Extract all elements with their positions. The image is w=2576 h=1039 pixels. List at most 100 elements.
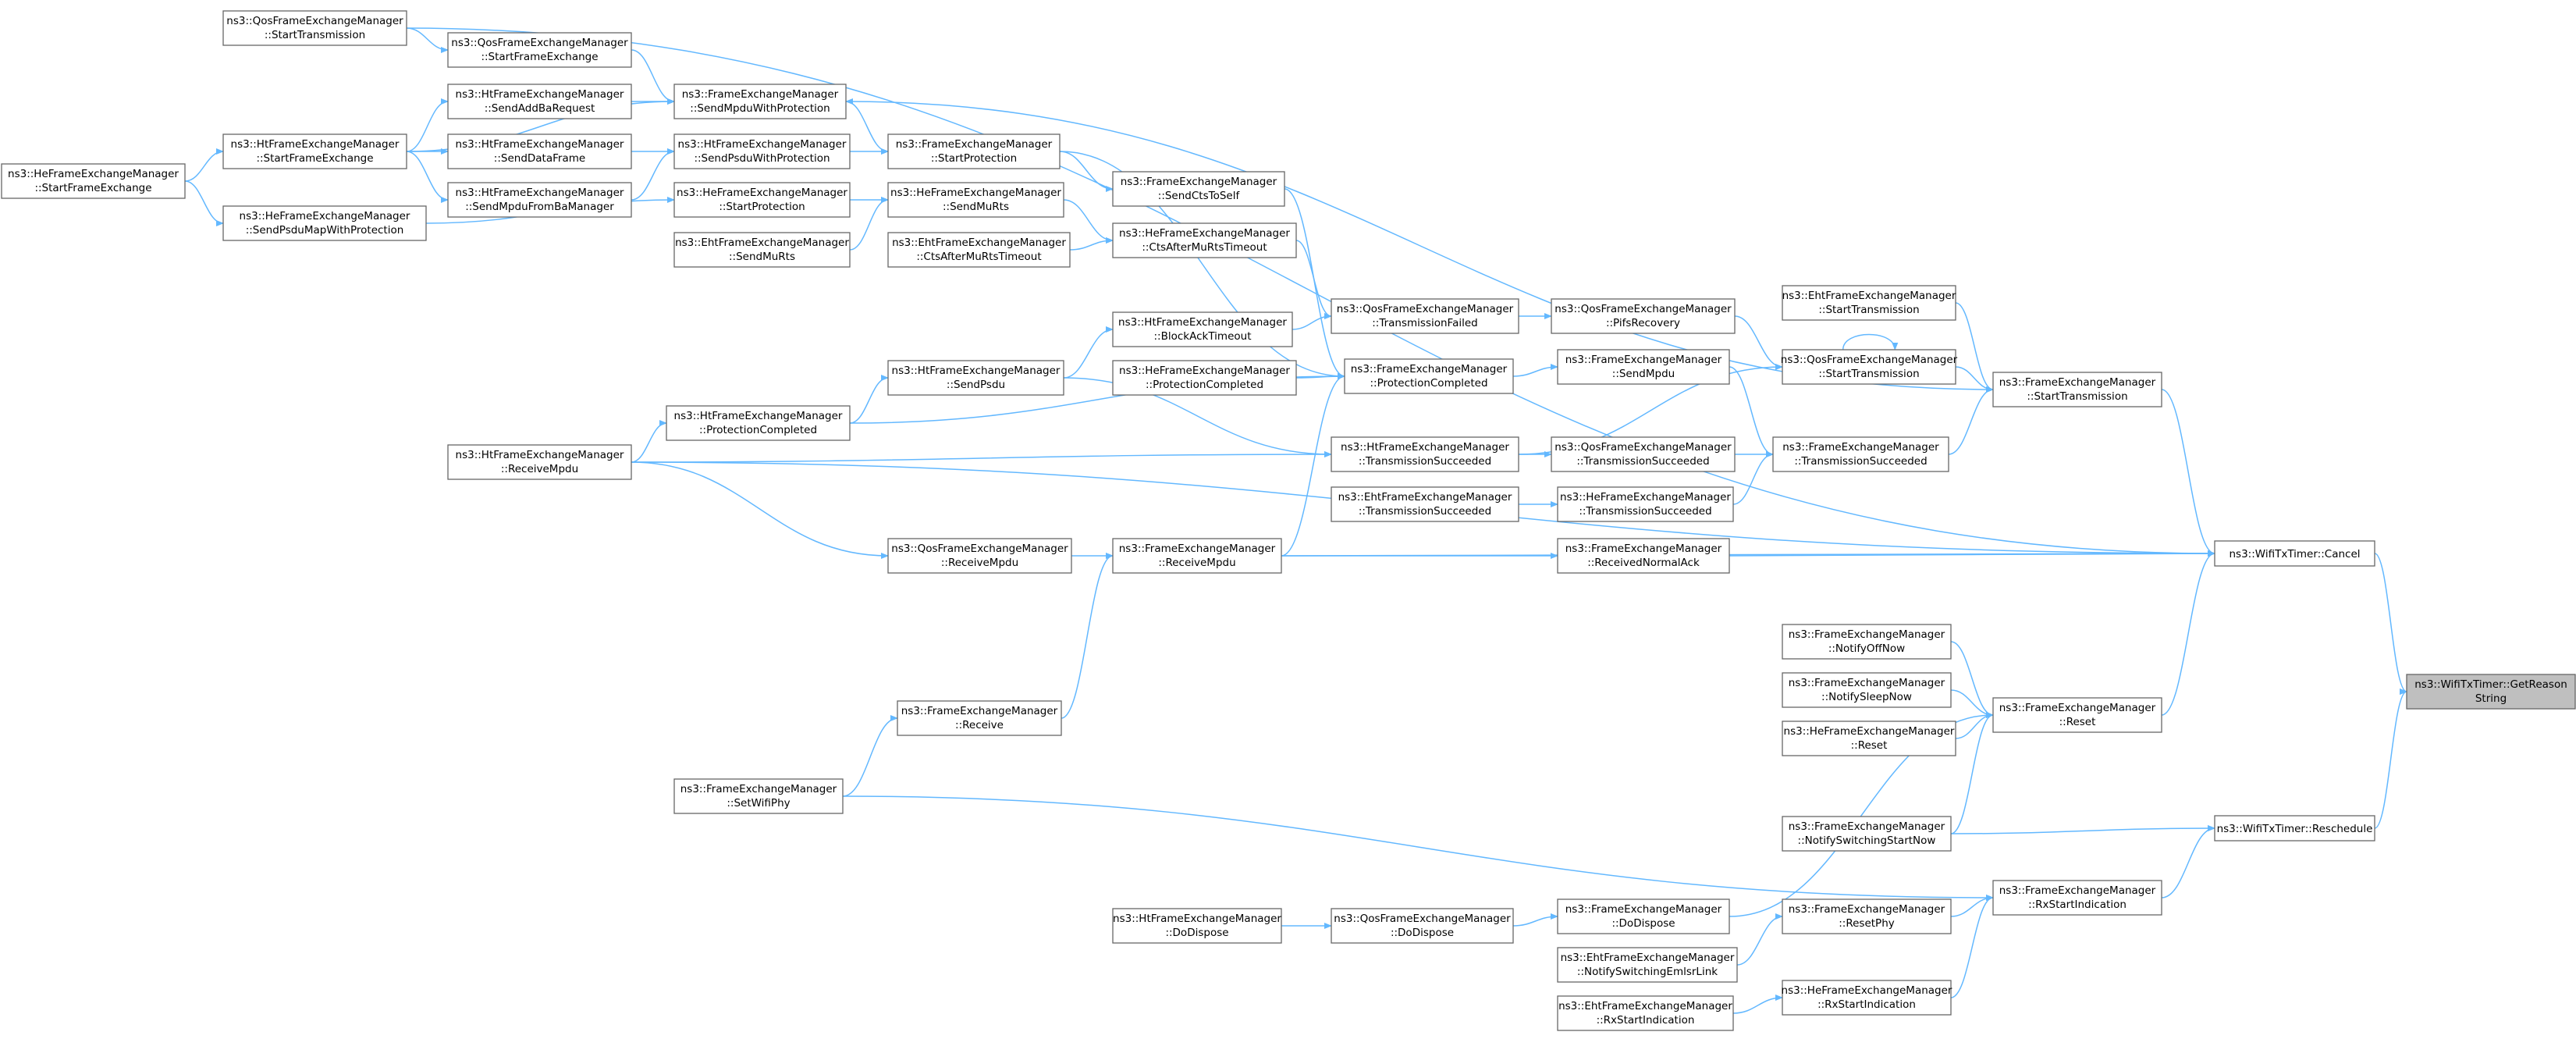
node-label-line1: ns3::QosFrameExchangeManager (1334, 913, 1511, 925)
graph-node-n4[interactable]: ns3::FrameExchangeManager::Reset (1992, 697, 2162, 733)
node-box (673, 232, 851, 268)
node-box (887, 133, 1061, 169)
edge-n36-to-n29 (1069, 237, 1114, 251)
graph-node-n44[interactable]: ns3::HtFrameExchangeManager::ProtectionC… (666, 405, 851, 441)
edge-n1-to-n0 (2374, 553, 2407, 695)
graph-node-n16[interactable]: ns3::FrameExchangeManager::SendMpdu (1557, 349, 1730, 385)
graph-node-n24[interactable]: ns3::FrameExchangeManager::ProtectionCom… (1344, 358, 1514, 394)
graph-node-n3[interactable]: ns3::FrameExchangeManager::StartTransmis… (1992, 372, 2162, 407)
edge-n3-to-n1 (2161, 389, 2215, 557)
graph-node-n43[interactable]: ns3::EhtFrameExchangeManager::SendMuRts (673, 232, 851, 268)
node-box (447, 84, 632, 119)
graph-node-n37[interactable]: ns3::HtFrameExchangeManager::SendPsdu (887, 360, 1064, 396)
node-box (887, 538, 1072, 574)
edge-n37-to-n30 (1063, 326, 1114, 379)
graph-node-n33[interactable]: ns3::HtFrameExchangeManager::DoDispose (1112, 908, 1282, 944)
node-label-line1: ns3::WifiTxTimer::GetReason (2414, 678, 2567, 691)
graph-node-n25[interactable]: ns3::HtFrameExchangeManager::Transmissio… (1331, 436, 1519, 472)
graph-node-n40[interactable]: ns3::FrameExchangeManager::SendMpduWithP… (673, 84, 847, 119)
node-box (447, 32, 632, 68)
node-label-line1: ns3::QosFrameExchangeManager (1337, 303, 1514, 315)
graph-node-n14[interactable]: ns3::HeFrameExchangeManager::RxStartIndi… (1782, 980, 1952, 1016)
edges-layer (184, 27, 2407, 1014)
node-label-line1: ns3::HeFrameExchangeManager (1119, 365, 1290, 377)
node-label-line1: ns3::EhtFrameExchangeManager (1558, 1000, 1732, 1012)
graph-node-n28[interactable]: ns3::FrameExchangeManager::SendCtsToSelf (1112, 171, 1285, 207)
node-label-line1: ns3::EhtFrameExchangeManager (1782, 290, 1956, 302)
node-box (1782, 898, 1952, 934)
graph-node-n39[interactable]: ns3::FrameExchangeManager::Receive (897, 700, 1062, 736)
node-label-line1: ns3::QosFrameExchangeManager (1554, 441, 1732, 454)
edge-n50-to-n41 (631, 148, 675, 201)
graph-node-n17[interactable]: ns3::QosFrameExchangeManager::Transmissi… (1551, 436, 1736, 472)
node-box (1, 163, 186, 199)
node-label-line2: ::DoDispose (1391, 927, 1454, 939)
graph-node-n27[interactable]: ns3::QosFrameExchangeManager::DoDispose (1331, 908, 1514, 944)
graph-node-n2[interactable]: ns3::WifiTxTimer::Reschedule (2214, 815, 2375, 842)
graph-node-n1[interactable]: ns3::WifiTxTimer::Cancel (2214, 540, 2375, 567)
graph-node-n47[interactable]: ns3::QosFrameExchangeManager::StartFrame… (447, 32, 632, 68)
graph-node-n54[interactable]: ns3::HeFrameExchangeManager::StartFrameE… (1, 163, 186, 199)
graph-node-n31[interactable]: ns3::HeFrameExchangeManager::ProtectionC… (1112, 360, 1297, 396)
graph-node-n23[interactable]: ns3::QosFrameExchangeManager::Transmissi… (1331, 298, 1519, 334)
node-label-line1: ns3::HeFrameExchangeManager (1784, 725, 1955, 738)
graph-node-n52[interactable]: ns3::HtFrameExchangeManager::StartFrameE… (222, 133, 407, 169)
graph-node-n36[interactable]: ns3::EhtFrameExchangeManager::CtsAfterMu… (887, 232, 1071, 268)
graph-node-n42[interactable]: ns3::HeFrameExchangeManager::StartProtec… (673, 182, 851, 218)
node-box (1331, 436, 1519, 472)
graph-node-n29[interactable]: ns3::HeFrameExchangeManager::CtsAfterMuR… (1112, 222, 1297, 258)
node-label-line2: ::TransmissionSucceeded (1794, 455, 1927, 468)
node-label-line1: ns3::HtFrameExchangeManager (456, 88, 624, 101)
node-label-line2: ::PifsRecovery (1606, 317, 1680, 329)
graph-node-n49[interactable]: ns3::HtFrameExchangeManager::SendDataFra… (447, 133, 632, 169)
graph-node-n26[interactable]: ns3::EhtFrameExchangeManager::Transmissi… (1331, 486, 1519, 522)
graph-node-n19[interactable]: ns3::FrameExchangeManager::ReceivedNorma… (1557, 538, 1730, 574)
graph-node-n11[interactable]: ns3::HeFrameExchangeManager::Reset (1782, 721, 1956, 756)
graph-node-n50[interactable]: ns3::HtFrameExchangeManager::SendMpduFro… (447, 182, 632, 218)
graph-node-n15[interactable]: ns3::QosFrameExchangeManager::PifsRecove… (1551, 298, 1736, 334)
graph-node-n7[interactable]: ns3::QosFrameExchangeManager::StartTrans… (1781, 349, 1958, 385)
graph-node-n48[interactable]: ns3::HtFrameExchangeManager::SendAddBaRe… (447, 84, 632, 119)
node-label-line2: ::Receive (955, 719, 1004, 731)
graph-node-n38[interactable]: ns3::QosFrameExchangeManager::ReceiveMpd… (887, 538, 1072, 574)
graph-node-n18[interactable]: ns3::HeFrameExchangeManager::Transmissio… (1557, 486, 1734, 522)
node-label-line1: ns3::FrameExchangeManager (1119, 543, 1276, 555)
graph-node-n51[interactable]: ns3::QosFrameExchangeManager::StartTrans… (222, 10, 407, 46)
graph-node-n5[interactable]: ns3::FrameExchangeManager::RxStartIndica… (1992, 880, 2162, 916)
node-label-line1: ns3::QosFrameExchangeManager (1781, 354, 1958, 366)
node-label-line2: ::StartFrameExchange (256, 152, 373, 165)
graph-node-n9[interactable]: ns3::FrameExchangeManager::NotifyOffNow (1782, 624, 1952, 660)
node-label-line2: ::SendPsduWithProtection (694, 152, 830, 165)
edge-n14-to-n5 (1950, 895, 1994, 998)
graph-node-n10[interactable]: ns3::FrameExchangeManager::NotifySleepNo… (1782, 672, 1952, 708)
graph-node-n34[interactable]: ns3::FrameExchangeManager::StartProtecti… (887, 133, 1061, 169)
graph-node-n45[interactable]: ns3::FrameExchangeManager::SetWifiPhy (673, 778, 844, 814)
node-box (1782, 672, 1952, 708)
edge-n32-to-n1 (1281, 550, 2215, 557)
graph-node-n13[interactable]: ns3::FrameExchangeManager::ResetPhy (1782, 898, 1952, 934)
graph-node-n32[interactable]: ns3::FrameExchangeManager::ReceiveMpdu (1112, 538, 1282, 574)
graph-node-n8[interactable]: ns3::FrameExchangeManager::TransmissionS… (1772, 436, 1949, 472)
node-box (447, 444, 632, 480)
edge-n34-to-n28 (1059, 151, 1114, 192)
node-box (1112, 222, 1297, 258)
node-label-line1: ns3::FrameExchangeManager (901, 705, 1058, 717)
graph-node-n22[interactable]: ns3::EhtFrameExchangeManager::RxStartInd… (1557, 995, 1734, 1031)
graph-node-n46[interactable]: ns3::HtFrameExchangeManager::ReceiveMpdu (447, 444, 632, 480)
graph-node-n12[interactable]: ns3::FrameExchangeManager::NotifySwitchi… (1782, 816, 1952, 852)
edge-n44-to-n37 (849, 375, 889, 424)
graph-node-n41[interactable]: ns3::HtFrameExchangeManager::SendPsduWit… (673, 133, 851, 169)
graph-node-n35[interactable]: ns3::HeFrameExchangeManager::SendMuRts (887, 182, 1064, 218)
graph-node-n20[interactable]: ns3::FrameExchangeManager::DoDispose (1557, 898, 1730, 934)
graph-node-n21[interactable]: ns3::EhtFrameExchangeManager::NotifySwit… (1557, 947, 1738, 983)
edge-n5-to-n2 (2161, 825, 2215, 898)
edge-n18-to-n8 (1732, 451, 1774, 505)
graph-node-n6[interactable]: ns3::EhtFrameExchangeManager::StartTrans… (1782, 285, 1956, 321)
node-label-line2: ::ReceiveMpdu (1158, 557, 1235, 569)
edge-n54-to-n52 (184, 148, 224, 182)
node-box (1551, 298, 1736, 334)
nodes-layer: ns3::WifiTxTimer::GetReasonStringns3::Wi… (1, 10, 2576, 1031)
graph-node-n30[interactable]: ns3::HtFrameExchangeManager::BlockAckTim… (1112, 311, 1293, 347)
graph-node-n53[interactable]: ns3::HeFrameExchangeManager::SendPsduMap… (222, 205, 427, 241)
